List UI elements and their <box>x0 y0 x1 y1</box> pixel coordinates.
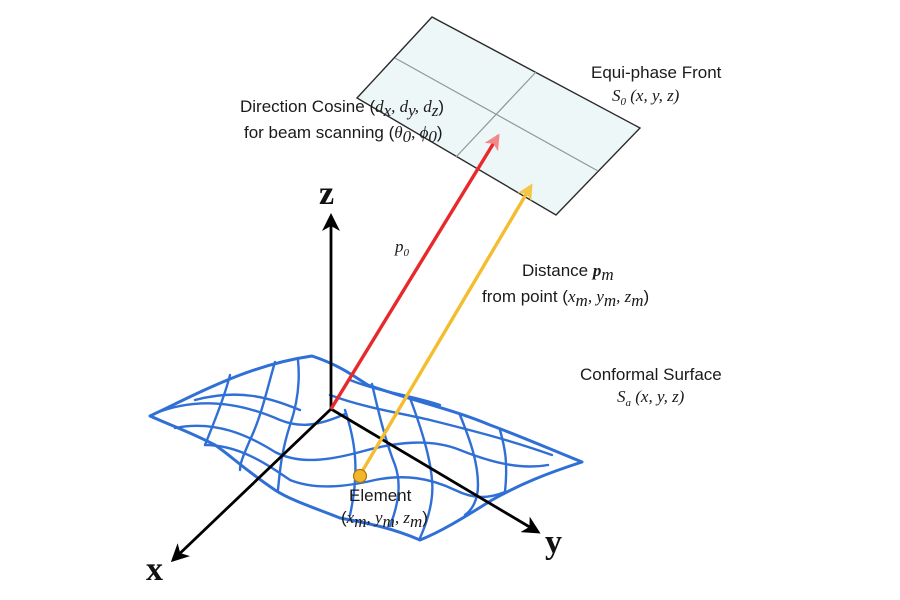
plane-grid-line-2 <box>394 57 599 172</box>
z-axis-label: z <box>319 175 334 212</box>
equiphase-front-formula: S0 (x, y, z) <box>612 86 680 108</box>
direction-cosine-line1: Direction Cosine (dx, dy, dz) <box>240 97 444 120</box>
p0-label: p0 <box>394 237 410 259</box>
distance-line2: from point (xm, ym, zm) <box>482 287 649 310</box>
x-axis <box>170 407 332 563</box>
direction-cosine-line2: for beam scanning (θ0, ϕ0) <box>244 123 443 146</box>
element-ray-pm <box>358 183 533 476</box>
equiphase-front-title: Equi-phase Front <box>591 63 722 82</box>
element-point <box>352 468 368 484</box>
distance-line1: Distance pm <box>522 261 614 284</box>
y-axis-label: y <box>545 524 562 561</box>
y-axis <box>330 407 541 534</box>
element-coords: (xm, ym, zm) <box>341 508 428 531</box>
conformal-surface-formula: Sa (x, y, z) <box>617 387 685 409</box>
reference-ray-p0 <box>329 133 500 410</box>
conformal-surface-title: Conformal Surface <box>580 365 722 384</box>
element-title: Element <box>349 486 412 505</box>
equiphase-front-plane <box>355 16 642 216</box>
x-axis-label: x <box>146 551 163 588</box>
